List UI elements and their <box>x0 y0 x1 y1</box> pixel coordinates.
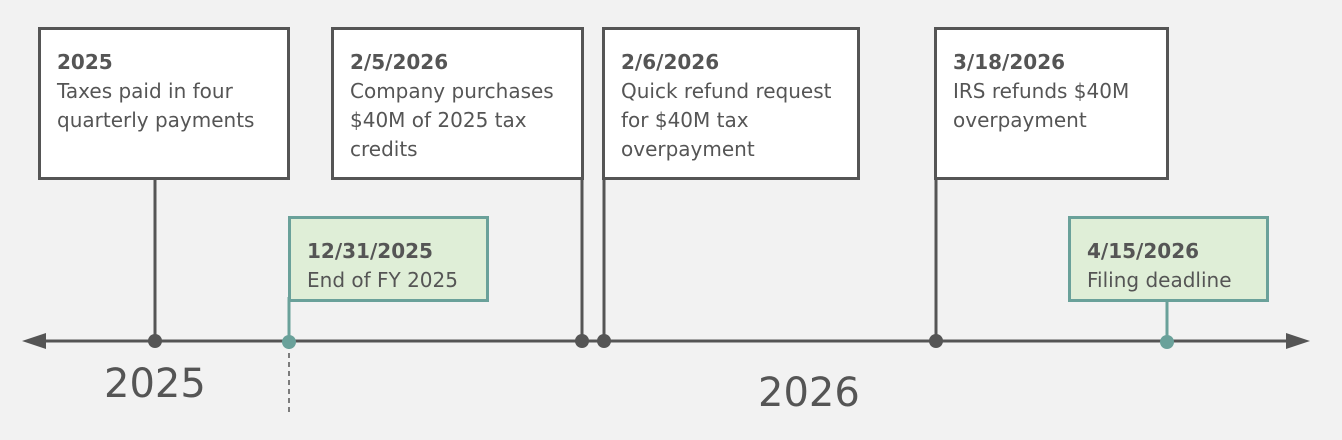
event-description: Quick refund request for $40M tax overpa… <box>621 79 832 161</box>
marker-2-5-2026 <box>575 334 589 348</box>
event-box-2-5-2026: 2/5/2026 Company purchases $40M of 2025 … <box>331 27 584 180</box>
axis-arrow-left <box>22 333 46 349</box>
marker-2-6-2026 <box>597 334 611 348</box>
axis-arrow-right <box>1286 333 1310 349</box>
event-description: IRS refunds $40M overpayment <box>953 79 1130 132</box>
event-description: Filing deadline <box>1087 268 1232 292</box>
event-date: 2/6/2026 <box>621 50 720 74</box>
marker-2025 <box>148 334 162 348</box>
year-label-2026: 2026 <box>758 370 860 416</box>
event-box-3-18-2026: 3/18/2026 IRS refunds $40M overpayment <box>934 27 1169 180</box>
event-description: Company purchases $40M of 2025 tax credi… <box>350 79 554 161</box>
event-description: Taxes paid in four quarterly payments <box>57 79 255 132</box>
event-date: 3/18/2026 <box>953 50 1066 74</box>
marker-4-15-2026 <box>1160 335 1174 349</box>
marker-3-18-2026 <box>929 334 943 348</box>
event-box-4-15-2026: 4/15/2026 Filing deadline <box>1068 216 1269 302</box>
event-description: End of FY 2025 <box>307 268 458 292</box>
event-box-2-6-2026: 2/6/2026 Quick refund request for $40M t… <box>602 27 860 180</box>
marker-12-31-2025 <box>282 335 296 349</box>
event-date: 2025 <box>57 50 113 74</box>
event-date: 12/31/2025 <box>307 239 433 263</box>
event-box-12-31-2025: 12/31/2025 End of FY 2025 <box>288 216 489 302</box>
event-date: 2/5/2026 <box>350 50 449 74</box>
event-date: 4/15/2026 <box>1087 239 1200 263</box>
event-box-2025: 2025 Taxes paid in four quarterly paymen… <box>38 27 290 180</box>
year-label-2025: 2025 <box>104 361 206 407</box>
